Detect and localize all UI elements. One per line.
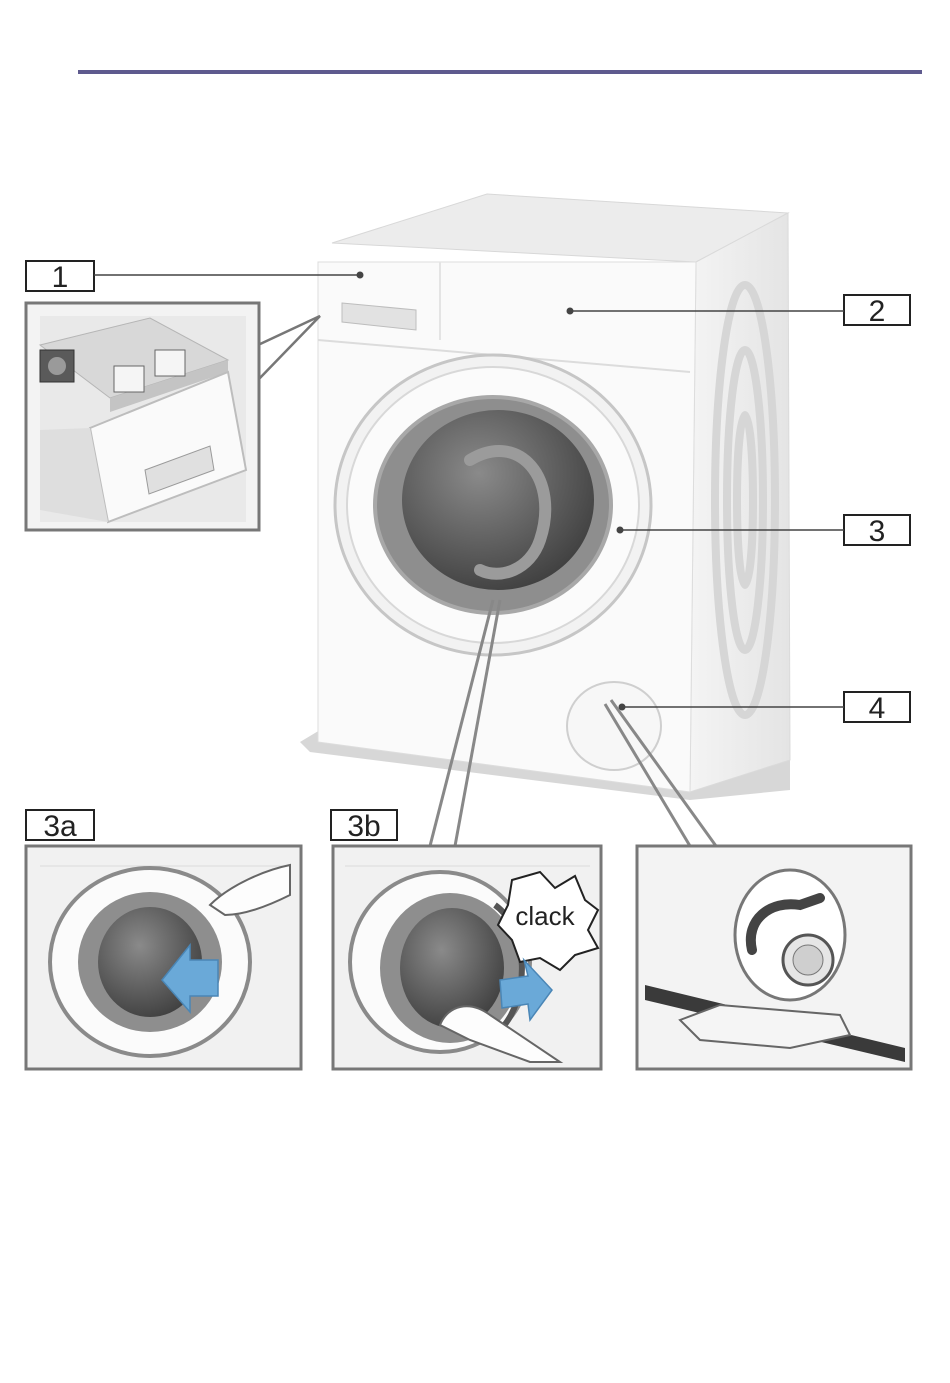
callout-1-label: 1 xyxy=(52,261,69,294)
callout-1: 1 xyxy=(26,261,364,294)
panel-3b-label: 3b xyxy=(347,810,380,843)
service-flap[interactable] xyxy=(567,682,661,770)
prewash-compartment-icon xyxy=(155,350,185,376)
panel-3b: 3b clack xyxy=(331,810,601,1069)
callout-3-label: 3 xyxy=(869,515,886,548)
detergent-drawer-inset xyxy=(26,303,320,530)
panel-3a: 3a xyxy=(26,810,301,1069)
machine-door[interactable] xyxy=(335,355,651,655)
detergent-compartment-icon xyxy=(114,366,144,392)
callout-2-label: 2 xyxy=(869,295,886,328)
washing-machine xyxy=(300,194,790,800)
callout-4-label: 4 xyxy=(869,692,886,725)
panel-3a-label: 3a xyxy=(43,810,77,843)
clack-text: clack xyxy=(515,901,575,931)
panel-4 xyxy=(637,846,911,1069)
